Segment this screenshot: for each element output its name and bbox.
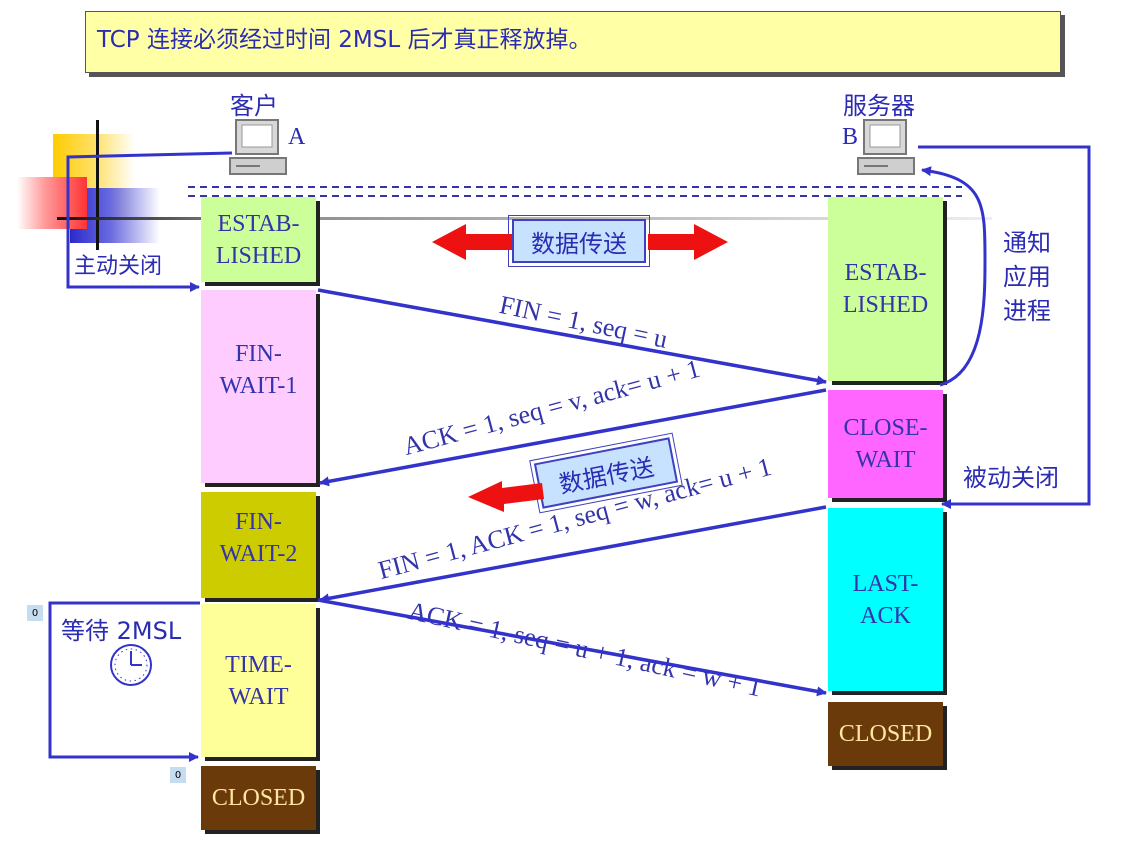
clock-icon bbox=[110, 644, 152, 686]
server-state-closed: CLOSED bbox=[828, 702, 943, 766]
computer-icon bbox=[229, 119, 287, 175]
data-transfer-double-arrow bbox=[432, 224, 728, 260]
arrow-ack-2 bbox=[317, 598, 827, 697]
wait-2msl-arrow bbox=[48, 601, 200, 762]
slide-mark-2: 0 bbox=[170, 767, 186, 783]
passive-close-label: 被动关闭 bbox=[963, 464, 1059, 492]
client-state-fin-wait-1: FIN- WAIT-1 bbox=[201, 290, 316, 483]
server-name: 服务器 bbox=[843, 92, 915, 120]
passive-close-arrow bbox=[918, 145, 1091, 509]
client-state-closed: CLOSED bbox=[201, 766, 316, 830]
server-state-last-ack: LAST- ACK bbox=[828, 508, 943, 691]
client-state-established: ESTAB- LISHED bbox=[201, 197, 316, 282]
slide-mark-1: 0 bbox=[27, 605, 43, 621]
client-state-fin-wait-2: FIN- WAIT-2 bbox=[201, 492, 316, 598]
decor-red-square bbox=[17, 177, 87, 229]
server-letter: B bbox=[842, 124, 859, 150]
data-transfer-left-arrow bbox=[468, 481, 544, 512]
wait-2msl-text: 等待 2MSL bbox=[61, 617, 182, 645]
client-letter: A bbox=[288, 124, 306, 150]
title-box: TCP 连接必须经过时间 2MSL 后才真正释放掉。 bbox=[85, 11, 1061, 73]
active-close-arrow bbox=[66, 151, 233, 292]
server-state-established: ESTAB- LISHED bbox=[828, 197, 943, 381]
computer-icon bbox=[857, 119, 915, 175]
wait-2msl-label: 等待 2MSL bbox=[61, 611, 181, 646]
decor-horizontal-line bbox=[57, 217, 992, 220]
client-name: 客户 bbox=[230, 92, 278, 120]
notify-app-label: 通知 应用 进程 bbox=[1003, 229, 1051, 325]
title-text: TCP 连接必须经过时间 2MSL 后才真正释放掉。 bbox=[97, 27, 592, 53]
client-state-time-wait: TIME- WAIT bbox=[201, 604, 316, 757]
arrow-fin-2 bbox=[319, 505, 827, 604]
server-state-close-wait: CLOSE- WAIT bbox=[828, 390, 943, 498]
arrow-ack-1 bbox=[319, 388, 827, 487]
active-close-label: 主动关闭 bbox=[74, 254, 163, 279]
data-transfer-box-top: 数据传送 bbox=[508, 215, 650, 267]
decor-vertical-line bbox=[96, 120, 99, 250]
notify-app-arrow bbox=[921, 166, 987, 387]
arrow-fin-1 bbox=[317, 288, 827, 386]
